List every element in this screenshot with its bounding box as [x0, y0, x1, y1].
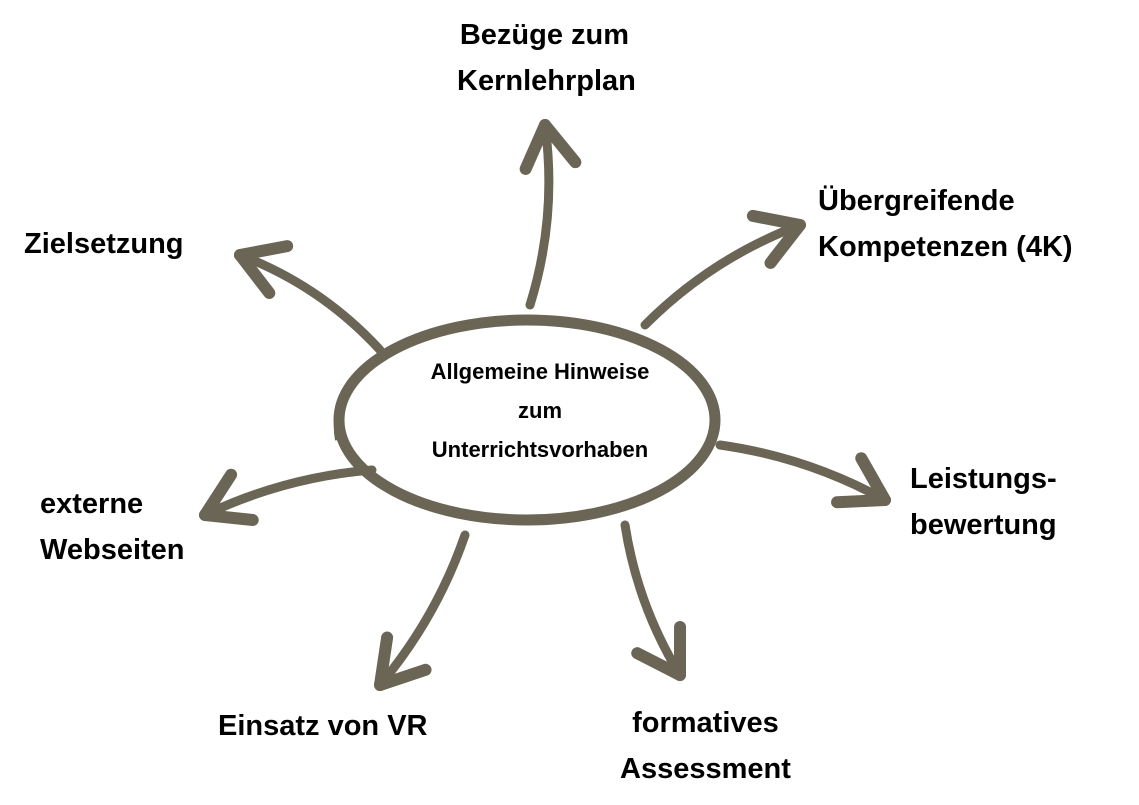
- arrow-vr: [374, 530, 470, 691]
- node-zielsetzung: Zielsetzung: [24, 221, 184, 267]
- arrow-shaft: [620, 520, 685, 680]
- arrowhead-icon: [199, 468, 238, 521]
- center-topic: Allgemeine Hinweise zum Unterrichtsvorha…: [360, 352, 720, 469]
- arrowhead-icon: [374, 663, 432, 691]
- arrow-shaft: [640, 220, 805, 330]
- arrowhead-icon: [234, 240, 294, 261]
- arrowhead-icon: [539, 119, 582, 169]
- node-vr: Einsatz von VR: [218, 703, 428, 749]
- node-webseiten: externe Webseiten: [40, 481, 185, 573]
- node-label: Kompetenzen (4K): [818, 231, 1073, 263]
- node-kompetenzen: Übergreifende Kompetenzen (4K): [818, 178, 1073, 270]
- node-label: formatives: [632, 707, 779, 739]
- node-label: Zielsetzung: [24, 228, 184, 260]
- node-label: Kernlehrplan: [457, 65, 636, 97]
- center-line: Unterrichtsvorhaben: [431, 437, 649, 462]
- node-leistungsbewertung: Leistungs- bewertung: [910, 456, 1057, 548]
- arrow-kernlehrplan: [519, 119, 582, 310]
- arrow-shaft: [715, 440, 890, 505]
- arrow-zielsetzung: [234, 240, 385, 355]
- node-label: Übergreifende: [818, 185, 1015, 217]
- arrowhead-icon: [746, 209, 806, 231]
- arrowhead-icon: [234, 249, 276, 300]
- node-label: bewertung: [910, 509, 1057, 541]
- arrow-webseiten: [199, 465, 377, 526]
- arrow-leistung: [715, 440, 891, 509]
- arrowhead-icon: [831, 494, 891, 509]
- arrowhead-icon: [764, 219, 806, 269]
- arrow-kompetenzen: [640, 209, 806, 330]
- arrow-shaft: [235, 250, 385, 355]
- node-label: externe: [40, 488, 144, 520]
- arrowhead-icon: [199, 509, 259, 526]
- arrow-shaft: [200, 465, 377, 520]
- node-label: Leistungs-: [910, 463, 1057, 495]
- node-label: Einsatz von VR: [218, 710, 428, 742]
- arrow-assessment: [620, 520, 687, 681]
- node-label: Bezüge zum: [459, 19, 630, 51]
- arrowhead-icon: [855, 452, 891, 506]
- arrowhead-icon: [519, 119, 551, 175]
- arrowhead-icon: [374, 631, 394, 691]
- arrow-shaft: [525, 120, 554, 310]
- arrow-shaft: [375, 530, 470, 690]
- node-assessment: formatives Assessment: [620, 700, 791, 792]
- node-kernlehrplan: Bezüge zum Kernlehrplan: [453, 12, 636, 104]
- ellipse-inner-stroke: [333, 362, 374, 441]
- arrowhead-icon: [631, 647, 686, 681]
- node-label: Webseiten: [40, 534, 185, 566]
- center-line: Allgemeine Hinweise: [430, 359, 650, 384]
- center-line: zum: [518, 398, 562, 423]
- node-label: Assessment: [620, 753, 791, 785]
